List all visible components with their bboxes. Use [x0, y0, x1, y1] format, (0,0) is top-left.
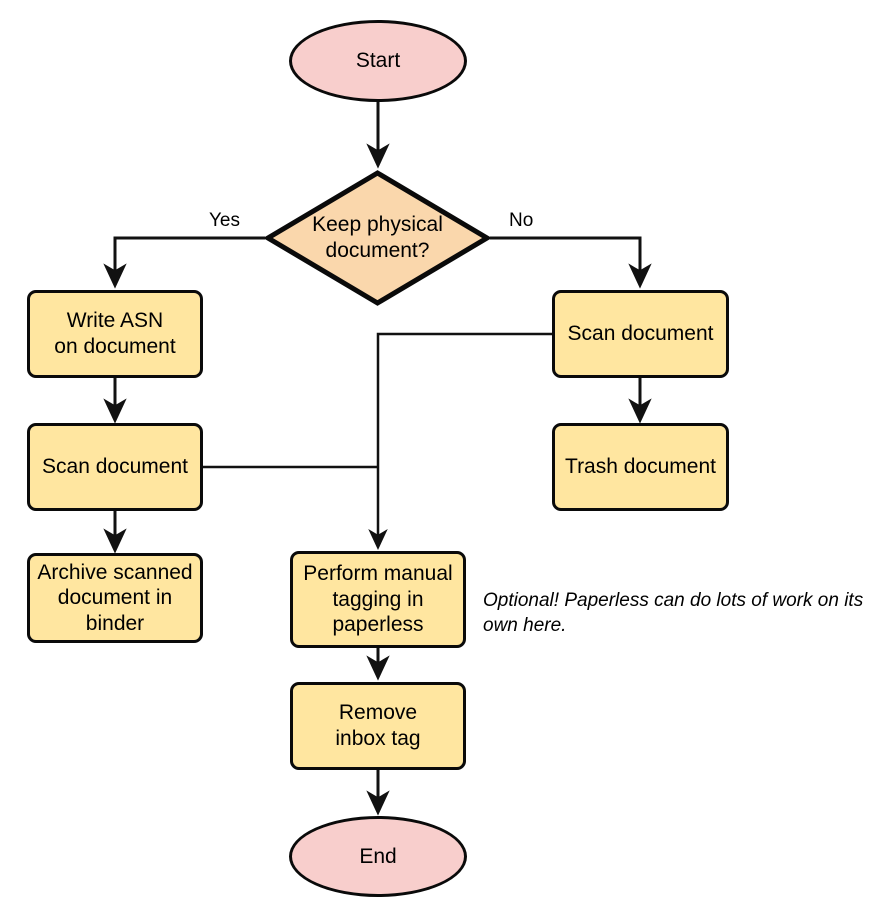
node-decision-label: Keep physical document? [312, 213, 443, 262]
node-trash-document[interactable]: Trash document [552, 423, 729, 511]
node-write-asn-label: Write ASN on document [54, 309, 176, 358]
annotation-optional-note: Optional! Paperless can do lots of work … [483, 590, 864, 637]
edge-decision-to-write-asn [103, 236, 265, 289]
node-scan-document-right[interactable]: Scan document [552, 290, 729, 378]
node-archive-scanned-document-label: Archive scanned document in binder [37, 560, 193, 635]
node-start[interactable]: Start [289, 20, 467, 102]
node-perform-manual-tagging[interactable]: Perform manual tagging in paperless [290, 551, 466, 648]
node-end[interactable]: End [289, 816, 467, 897]
node-scan-document-right-label: Scan document [567, 322, 714, 346]
node-archive-scanned-document[interactable]: Archive scanned document in binder [27, 553, 203, 643]
node-perform-manual-tagging-label: Perform manual tagging in paperless [303, 562, 453, 637]
edge-decision-to-scan-right [490, 236, 652, 289]
node-start-label: Start [355, 49, 401, 73]
edge-scan-right-to-tagging [368, 332, 552, 551]
diamond-shape [265, 170, 490, 306]
node-keep-physical-document-decision[interactable]: Keep physical document? [265, 170, 490, 306]
node-write-asn[interactable]: Write ASN on document [27, 290, 203, 378]
node-scan-document-left-label: Scan document [42, 455, 188, 479]
edge-label-no: No [509, 210, 534, 231]
node-trash-document-label: Trash document [565, 455, 716, 479]
node-scan-document-left[interactable]: Scan document [27, 423, 203, 511]
node-remove-inbox-tag-label: Remove inbox tag [335, 701, 421, 750]
node-remove-inbox-tag[interactable]: Remove inbox tag [290, 682, 466, 770]
edge-label-yes: Yes [209, 210, 240, 231]
node-end-label: End [359, 844, 397, 868]
